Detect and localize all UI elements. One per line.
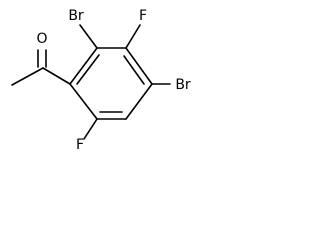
bond-ring-c1-c2-inner: [76, 54, 100, 85]
bond-c3-f: [125, 24, 141, 49]
fluorine-label-top: F: [139, 8, 147, 24]
atom-label-group: O Br F Br F: [36, 8, 190, 153]
bromine-label-top: Br: [68, 8, 84, 24]
bromine-label-right: Br: [175, 77, 191, 93]
bond-carbonyl-ring: [42, 67, 71, 85]
oxygen-label: O: [36, 31, 47, 47]
bond-c6-f: [83, 118, 98, 140]
structure-canvas: O Br F Br F: [0, 0, 200, 156]
bond-ring-c3-c4-inner: [123, 55, 145, 85]
bond-methyl-carbonyl: [11, 67, 44, 86]
bond-ring-c6-c1: [69, 83, 98, 120]
bond-ring-c3-c4: [125, 47, 153, 85]
molecule-diagram: O Br F Br F: [11, 8, 191, 153]
bond-ring-c1-c2: [69, 47, 98, 85]
bond-ring-c4-c5: [125, 83, 153, 120]
bond-c2-br: [79, 24, 98, 49]
bond-group: [11, 24, 171, 140]
fluorine-label-bottom: F: [76, 137, 84, 153]
